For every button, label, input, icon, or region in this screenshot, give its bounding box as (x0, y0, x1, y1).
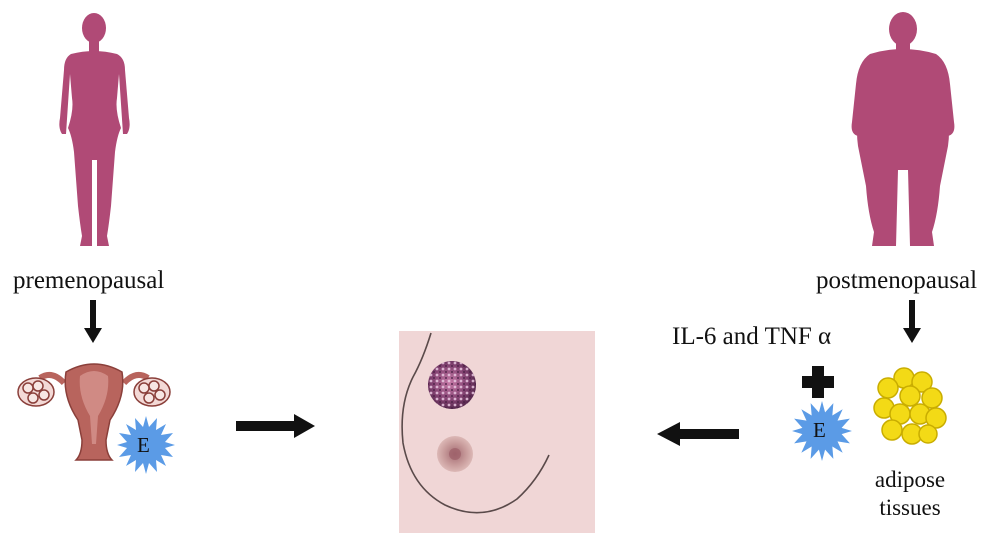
obese-woman-silhouette-icon (848, 10, 958, 248)
left-arrow-to-breast (656, 421, 740, 447)
down-arrow-right (902, 300, 922, 344)
down-arrow-left (83, 300, 103, 344)
estrogen-badge-left: E (137, 433, 150, 458)
adipose-label-line2: tissues (870, 494, 950, 522)
right-arrow-to-breast (236, 413, 316, 439)
premenopausal-label: premenopausal (13, 268, 164, 293)
adipose-cells-icon (870, 366, 948, 448)
cytokines-label: IL-6 and TNF α (672, 324, 831, 349)
adipose-tissues-label: adipose tissues (870, 466, 950, 521)
breast-with-tumor-icon (399, 331, 595, 533)
adipose-label-line1: adipose (870, 466, 950, 494)
estrogen-badge-right: E (813, 418, 826, 443)
postmenopausal-label: postmenopausal (816, 268, 977, 293)
woman-silhouette-icon (47, 10, 142, 248)
plus-icon (801, 365, 835, 399)
